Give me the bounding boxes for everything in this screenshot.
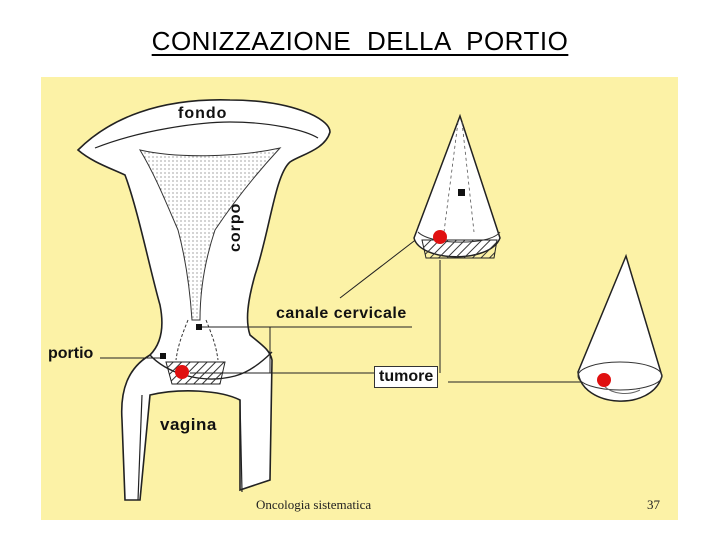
label-corpo: corpo bbox=[228, 203, 244, 252]
cone-specimen-upper bbox=[414, 116, 500, 258]
page-number: 37 bbox=[647, 497, 660, 513]
label-canale-cervicale: canale cervicale bbox=[276, 306, 407, 322]
canal-marker bbox=[196, 324, 202, 330]
uterus-drawing bbox=[78, 100, 330, 500]
cone-canal-marker bbox=[458, 189, 465, 196]
tumor-dot-cone-upper bbox=[433, 230, 447, 244]
footer-text: Oncologia sistematica bbox=[256, 497, 371, 513]
label-tumore: tumore bbox=[374, 366, 438, 388]
portio-marker bbox=[160, 353, 166, 359]
cone-specimen-right bbox=[578, 256, 662, 401]
label-portio: portio bbox=[48, 346, 93, 362]
tumor-dot-cone-right bbox=[597, 373, 611, 387]
cone-leader-line-1 bbox=[340, 238, 418, 298]
tumor-dot-uterus bbox=[175, 365, 189, 379]
label-vagina: vagina bbox=[160, 416, 217, 433]
label-fondo: fondo bbox=[178, 106, 227, 122]
